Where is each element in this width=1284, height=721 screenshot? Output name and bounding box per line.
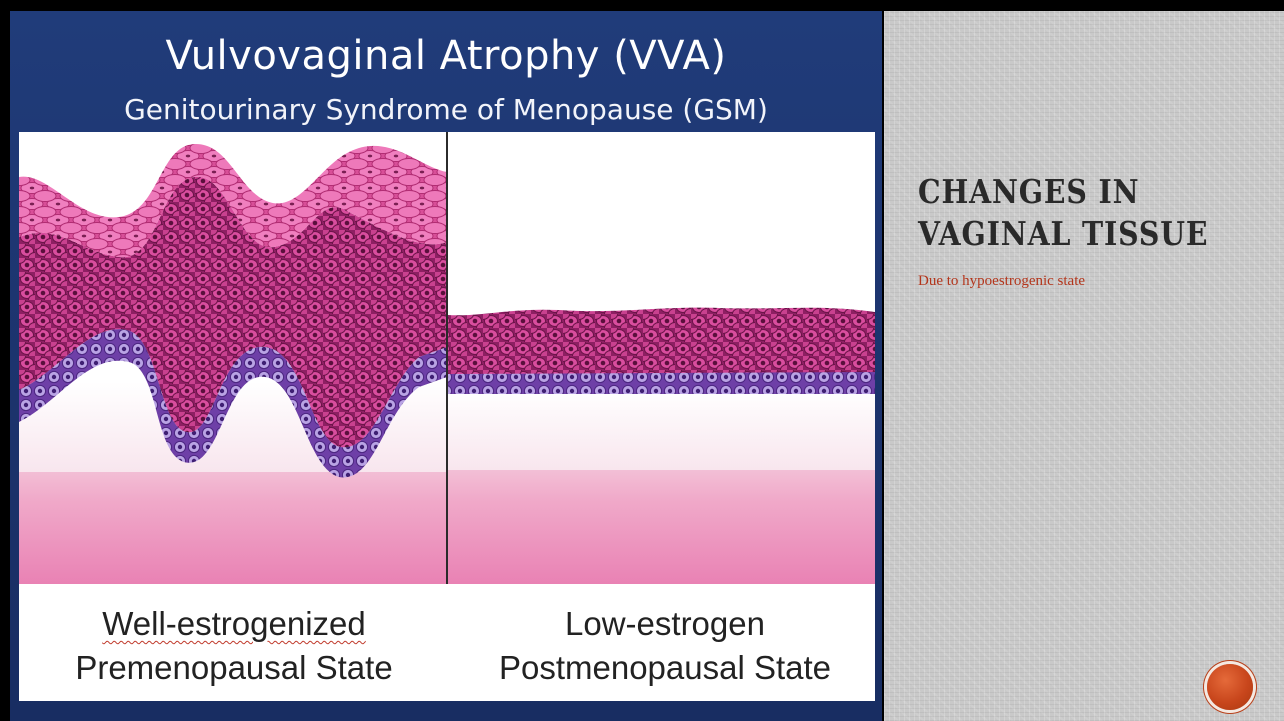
slide-number-badge [1207,664,1253,710]
histology-illustration [19,132,875,584]
figure-caption-band: Well-estrogenized Premenopausal State Lo… [19,584,875,701]
slide-text-panel: CHANGES IN VAGINAL TISSUE Due to hypoest… [884,11,1284,721]
premenopausal-tissue [19,144,447,584]
slide-title-line2: VAGINAL TISSUE [918,213,1210,255]
postmenopausal-tissue [448,308,875,584]
slide-title: CHANGES IN VAGINAL TISSUE [918,171,1210,255]
slide-subtitle: Due to hypoestrogenic state [918,273,1085,290]
histology-figure-panel: Vulvovaginal Atrophy (VVA) Genitourinary… [10,11,882,721]
caption-postmenopausal: Low-estrogen Postmenopausal State [455,602,875,690]
caption-right-line2: Postmenopausal State [455,646,875,690]
caption-left-line2: Premenopausal State [19,646,449,690]
histology-svg [19,132,875,584]
figure-title: Vulvovaginal Atrophy (VVA) [10,33,882,79]
caption-premenopausal: Well-estrogenized Premenopausal State [19,602,449,690]
figure-subtitle: Genitourinary Syndrome of Menopause (GSM… [10,93,882,126]
caption-right-line1: Low-estrogen [455,602,875,646]
caption-left-line1: Well-estrogenized [102,605,366,642]
slide-title-line1: CHANGES IN [918,171,1210,213]
